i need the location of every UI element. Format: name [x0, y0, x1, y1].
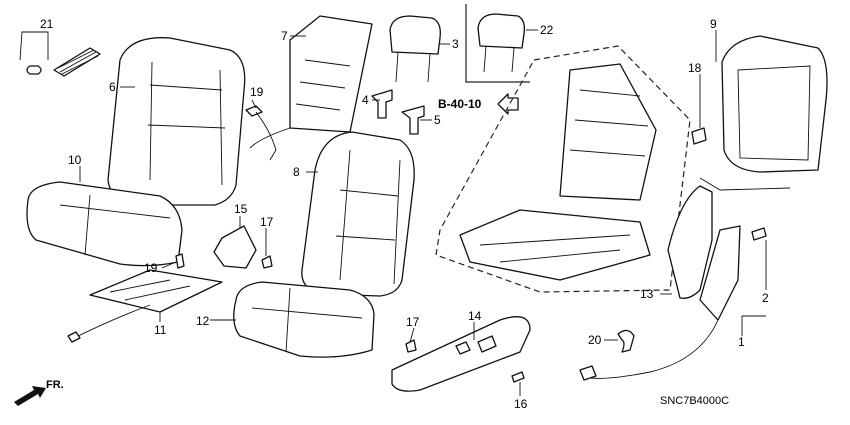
callout-21: 21 — [40, 17, 54, 31]
callout-14: 14 — [468, 309, 482, 323]
callout-17-right: 17 — [406, 315, 420, 329]
part-21-clip-spring — [19, 31, 101, 77]
part-11-seat-heater — [67, 269, 223, 343]
part-12-seat-cushion — [233, 281, 375, 358]
callout-18: 18 — [688, 61, 702, 75]
callout-8: 8 — [293, 165, 300, 179]
reference-arrow — [497, 93, 519, 115]
callout-15: 15 — [234, 202, 248, 216]
callout-20: 20 — [588, 333, 602, 347]
part-17-clip-a — [261, 255, 273, 269]
callout-3: 3 — [452, 37, 459, 51]
part-14-side-cover — [391, 316, 531, 392]
part-2-bolt — [751, 227, 767, 241]
callout-11: 11 — [154, 323, 167, 337]
callout-1: 1 — [738, 335, 745, 349]
diagram-code: SNC7B4000C — [660, 395, 729, 407]
part-9-seatback-frame — [699, 35, 828, 191]
part-13-side-panel — [667, 185, 713, 299]
callout-4: 4 — [362, 93, 369, 107]
callout-17-left: 17 — [260, 215, 274, 229]
part-3-headrest — [389, 15, 441, 83]
part-7-heater-pad — [249, 15, 373, 149]
callout-10: 10 — [68, 153, 82, 167]
part-17-clip-b — [405, 339, 417, 353]
part-18-clip — [691, 127, 707, 145]
front-label: FR. — [46, 379, 64, 391]
part-19-clip-a — [245, 105, 277, 161]
callout-16: 16 — [514, 397, 528, 411]
callout-labels: 21 6 7 3 4 5 22 19 B-40-10 9 18 10 8 15 … — [40, 17, 769, 411]
part-16-screw — [511, 371, 525, 383]
seat-frame-assembly — [435, 45, 691, 293]
part-19-clip-b — [175, 253, 185, 269]
front-direction-arrow: FR. — [14, 379, 64, 406]
callout-2: 2 — [762, 291, 769, 305]
callout-12: 12 — [196, 314, 210, 328]
callout-13: 13 — [640, 287, 654, 301]
callout-9: 9 — [710, 17, 717, 31]
part-22-headrest-boxed — [465, 4, 530, 83]
callout-6: 6 — [109, 80, 116, 94]
callout-7: 7 — [281, 29, 288, 43]
part-10-seat-cover — [26, 181, 183, 267]
reference-code: B-40-10 — [438, 97, 482, 111]
part-6-seatback-cover — [107, 37, 246, 206]
part-1-side-trim — [579, 225, 741, 381]
callout-19-upper: 19 — [250, 85, 264, 99]
part-20-clip — [617, 329, 635, 353]
part-8-seatback-cushion — [301, 131, 415, 297]
part-4-5-guides — [371, 89, 425, 135]
callout-19-lower: 19 — [144, 261, 158, 275]
callout-5: 5 — [434, 113, 441, 127]
callout-22: 22 — [540, 23, 554, 37]
part-15-trim — [213, 225, 257, 269]
